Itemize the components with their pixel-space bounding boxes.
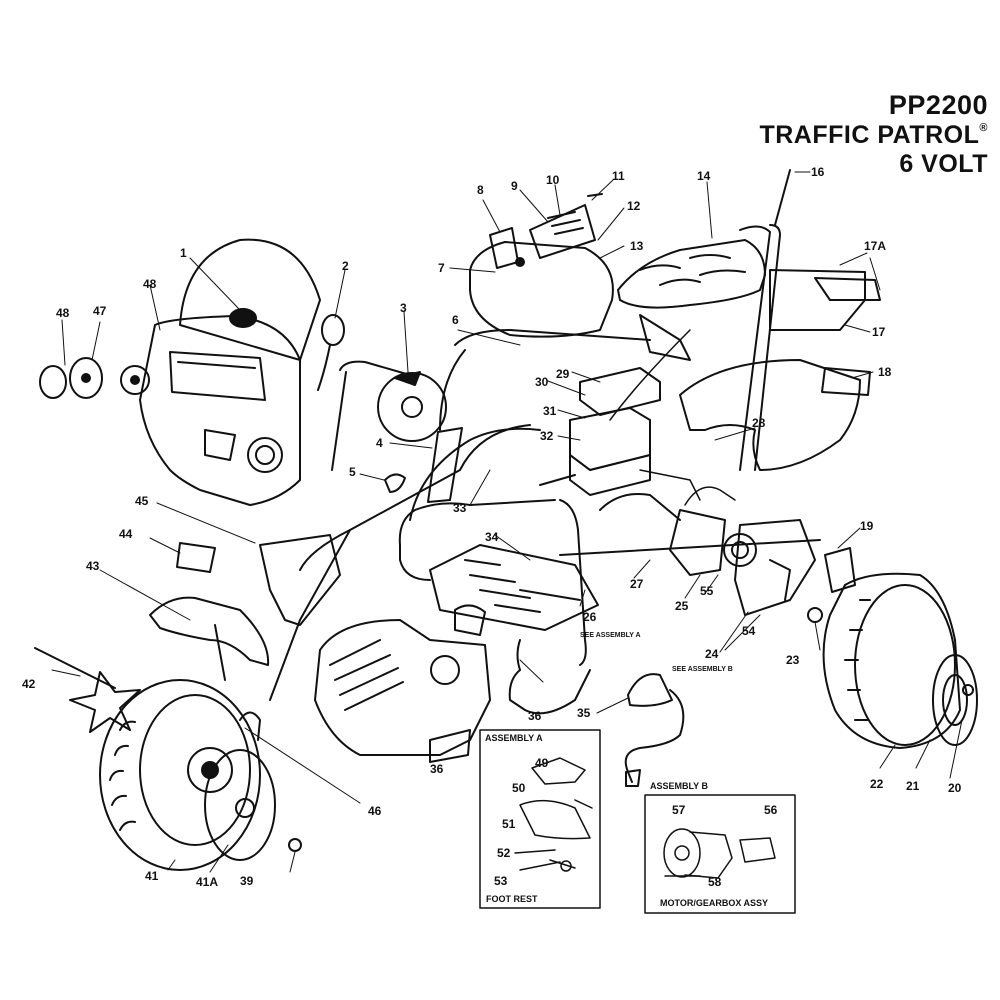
callout-17a: 17A xyxy=(864,239,887,253)
callout-10: 10 xyxy=(546,173,560,187)
callout-44: 44 xyxy=(119,527,133,541)
seat xyxy=(617,239,766,361)
mirror xyxy=(317,314,345,391)
callout-5: 5 xyxy=(349,465,356,479)
front-wheel xyxy=(34,647,302,871)
callout-39: 39 xyxy=(240,874,254,888)
rear-fender xyxy=(679,359,871,471)
callout-27: 27 xyxy=(630,577,644,591)
callout-34: 34 xyxy=(485,530,499,544)
voltage-label: 6 VOLT xyxy=(899,150,988,178)
product-name-text: TRAFFIC PATROL xyxy=(759,121,980,149)
callout-29: 29 xyxy=(556,367,570,381)
callout-17: 17 xyxy=(872,325,886,339)
callout-52: 52 xyxy=(497,846,511,860)
callout-3: 3 xyxy=(400,301,407,315)
callout-4: 4 xyxy=(376,436,383,450)
callout-48-fairing: 48 xyxy=(143,277,157,291)
footrest-platform xyxy=(429,544,599,631)
callout-31: 31 xyxy=(543,404,557,418)
callout-58: 58 xyxy=(708,875,722,889)
callout-28: 28 xyxy=(752,416,766,430)
callout-18: 18 xyxy=(878,365,892,379)
callout-20: 20 xyxy=(948,781,962,795)
callout-53: 53 xyxy=(494,874,508,888)
callout-30: 30 xyxy=(535,375,549,389)
callout-11: 11 xyxy=(612,169,625,183)
callout-13: 13 xyxy=(630,239,644,253)
assembly-a-caption: FOOT REST xyxy=(486,894,538,904)
windshield xyxy=(179,238,321,361)
callout-9: 9 xyxy=(511,179,518,193)
callout-41: 41 xyxy=(145,869,159,883)
callout-8: 8 xyxy=(477,183,484,197)
callout-26: 26 xyxy=(583,610,597,624)
callout-49: 49 xyxy=(535,756,549,770)
callout-48-lens: 48 xyxy=(56,306,70,320)
callout-43: 43 xyxy=(86,559,100,573)
horn-lens xyxy=(39,357,103,399)
see-assembly-a-note: SEE ASSEMBLY A xyxy=(580,632,641,639)
assembly-b-title: ASSEMBLY B xyxy=(650,781,709,791)
callout-50: 50 xyxy=(512,781,526,795)
callout-16: 16 xyxy=(811,165,825,179)
assembly-b-caption: MOTOR/GEARBOX ASSY xyxy=(660,898,769,908)
callout-14: 14 xyxy=(697,169,711,183)
see-assembly-b-note: SEE ASSEMBLY B xyxy=(672,666,733,673)
saddle-bag xyxy=(769,269,881,331)
front-fork xyxy=(149,534,341,681)
horn-unit xyxy=(624,673,685,787)
handlebar xyxy=(331,360,463,503)
callout-19: 19 xyxy=(860,519,874,533)
callout-46: 46 xyxy=(368,804,382,818)
callout-57: 57 xyxy=(672,803,686,817)
callout-55: 55 xyxy=(700,584,714,598)
toy-engine xyxy=(314,604,491,763)
battery xyxy=(569,367,661,496)
callout-6: 6 xyxy=(452,313,459,327)
callout-22: 22 xyxy=(870,777,884,791)
callout-2: 2 xyxy=(342,259,349,273)
registered-mark: ® xyxy=(979,122,988,134)
callout-1: 1 xyxy=(180,246,187,260)
assembly-b-box xyxy=(644,794,796,914)
antenna xyxy=(739,169,791,471)
callout-7: 7 xyxy=(438,261,445,275)
product-name: TRAFFIC PATROL® xyxy=(759,123,988,148)
dash-panel xyxy=(469,193,614,338)
callout-25: 25 xyxy=(675,599,689,613)
callout-42: 42 xyxy=(22,677,36,691)
callout-36-engine: 36 xyxy=(430,762,444,776)
callout-33: 33 xyxy=(453,501,467,515)
callout-21: 21 xyxy=(906,779,920,793)
assembly-a-title: ASSEMBLY A xyxy=(485,733,543,743)
callout-54: 54 xyxy=(742,624,756,638)
rear-wheel xyxy=(807,547,978,749)
rear-axle xyxy=(559,493,821,616)
callout-36-frame: 36 xyxy=(528,709,542,723)
callout-32: 32 xyxy=(540,429,554,443)
assembly-a-box xyxy=(479,729,601,909)
callout-51: 51 xyxy=(502,817,516,831)
callout-23: 23 xyxy=(786,653,800,667)
callout-47: 47 xyxy=(93,304,107,318)
callout-12: 12 xyxy=(627,199,641,213)
model-number: PP2200 xyxy=(888,90,988,120)
callout-24: 24 xyxy=(705,647,719,661)
callout-41a: 41A xyxy=(196,875,219,889)
frame xyxy=(269,329,651,715)
wiring xyxy=(609,329,736,506)
callout-56-motor: 56 xyxy=(764,803,778,817)
leader-lines xyxy=(51,171,963,873)
fairing xyxy=(120,315,301,506)
callout-45: 45 xyxy=(135,494,149,508)
callout-35: 35 xyxy=(577,706,591,720)
